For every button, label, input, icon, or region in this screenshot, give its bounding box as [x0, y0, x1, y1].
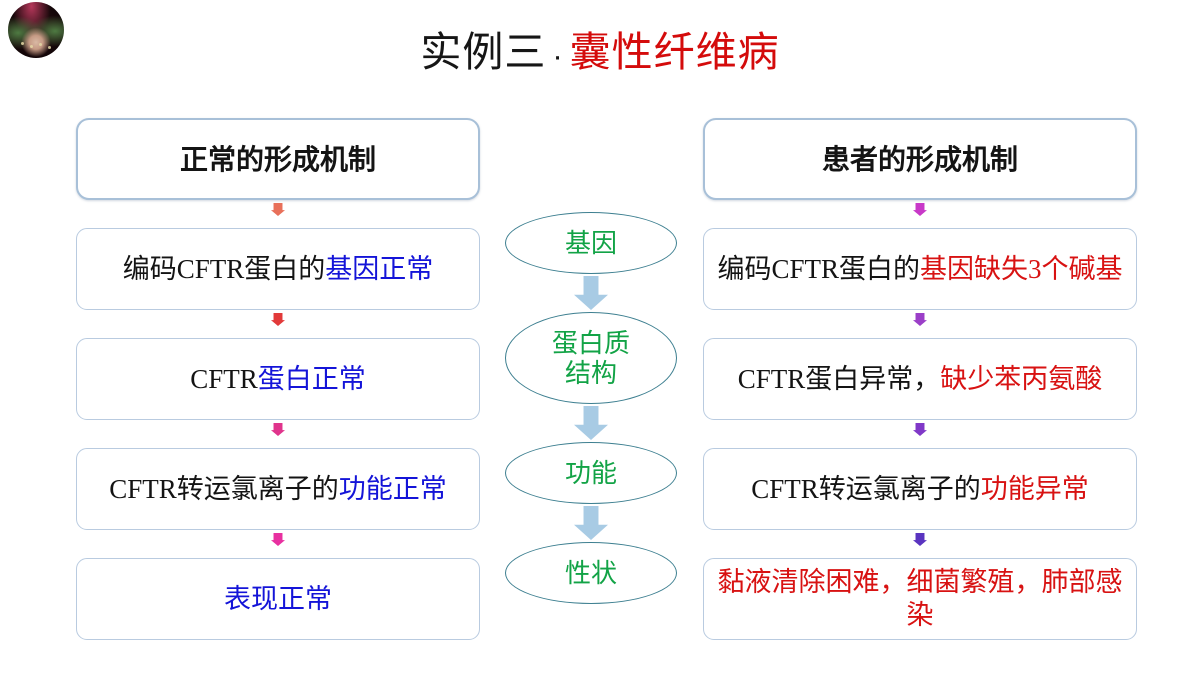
- right-arrow-3-wrap: [703, 420, 1137, 448]
- left-step-2-text: CFTR蛋白正常: [190, 363, 366, 396]
- left-step-3-text: CFTR转运氯离子的功能正常: [109, 473, 447, 506]
- left-step-4-emphasis: 表现正常: [224, 583, 332, 614]
- left-step-2-prefix: CFTR: [190, 363, 258, 394]
- left-step-2: CFTR蛋白正常: [76, 338, 480, 420]
- title-highlight: 囊性纤维病: [569, 29, 780, 75]
- avatar-spark: [39, 43, 42, 46]
- left-step-1-text: 编码CFTR蛋白的基因正常: [123, 253, 434, 286]
- center-arrow-2-wrap: [505, 404, 677, 442]
- right-step-2: CFTR蛋白异常，缺少苯丙氨酸: [703, 338, 1137, 420]
- center-node-function-label: 功能: [564, 458, 617, 488]
- right-arrow-1-wrap: [703, 200, 1137, 228]
- center-node-protein-structure-label: 蛋白质 结构: [551, 328, 630, 388]
- right-step-2-prefix: CFTR蛋白异常，: [737, 363, 941, 394]
- right-step-4-text: 黏液清除困难，细菌繁殖，肺部感染: [710, 566, 1130, 632]
- right-step-3-text: CFTR转运氯离子的功能异常: [751, 473, 1089, 506]
- left-step-3-prefix: CFTR转运氯离子的: [109, 473, 339, 504]
- left-step-1-prefix: 编码CFTR蛋白的: [122, 253, 326, 284]
- right-step-4: 黏液清除困难，细菌繁殖，肺部感染: [703, 558, 1137, 640]
- center-arrow-1-wrap: [505, 274, 677, 312]
- right-arrow-2-wrap: [703, 310, 1137, 338]
- center-node-function: 功能: [505, 442, 677, 504]
- down-arrow-icon: [574, 406, 608, 440]
- avatar-spark: [48, 46, 51, 49]
- patient-mechanism-column: 患者的形成机制 编码CFTR蛋白的基因缺失3个碱基 CFTR蛋白异常，缺少苯丙氨…: [703, 118, 1137, 640]
- normal-mechanism-column: 正常的形成机制 编码CFTR蛋白的基因正常 CFTR蛋白正常 CFTR转运氯离子…: [76, 118, 480, 640]
- right-step-3-emphasis: 功能异常: [980, 473, 1089, 504]
- right-header-label: 患者的形成机制: [821, 143, 1018, 175]
- left-arrow-4-wrap: [76, 530, 480, 558]
- right-step-1-prefix: 编码CFTR蛋白的: [717, 253, 921, 284]
- right-step-1-emphasis: 基因缺失3个碱基: [920, 253, 1123, 284]
- right-step-2-text: CFTR蛋白异常，缺少苯丙氨酸: [738, 363, 1103, 396]
- left-step-4: 表现正常: [76, 558, 480, 640]
- center-arrow-3-wrap: [505, 504, 677, 542]
- left-step-2-emphasis: 蛋白正常: [257, 363, 366, 394]
- left-step-3: CFTR转运氯离子的功能正常: [76, 448, 480, 530]
- avatar: [8, 2, 64, 58]
- right-step-3-prefix: CFTR转运氯离子的: [751, 473, 981, 504]
- left-step-1: 编码CFTR蛋白的基因正常: [76, 228, 480, 310]
- down-arrow-icon: [574, 276, 608, 310]
- left-arrow-3-wrap: [76, 420, 480, 448]
- right-step-1-text: 编码CFTR蛋白的基因缺失3个碱基: [717, 253, 1122, 286]
- left-arrow-2-wrap: [76, 310, 480, 338]
- avatar-spark: [30, 45, 33, 48]
- left-arrow-1-wrap: [76, 200, 480, 228]
- right-step-1: 编码CFTR蛋白的基因缺失3个碱基: [703, 228, 1137, 310]
- down-arrow-icon: [574, 506, 608, 540]
- right-step-3: CFTR转运氯离子的功能异常: [703, 448, 1137, 530]
- left-column-header: 正常的形成机制: [76, 118, 480, 200]
- left-header-label: 正常的形成机制: [179, 143, 376, 175]
- right-step-2-emphasis: 缺少苯丙氨酸: [940, 363, 1103, 394]
- center-node-trait: 性状: [505, 542, 677, 604]
- title-main: 实例三: [420, 29, 547, 75]
- center-node-gene: 基因: [505, 212, 677, 274]
- avatar-spark: [21, 42, 24, 45]
- slide-title: 实例三·囊性纤维病: [0, 26, 1200, 82]
- right-column-header: 患者的形成机制: [703, 118, 1137, 200]
- left-step-1-emphasis: 基因正常: [325, 253, 434, 284]
- center-node-trait-label: 性状: [564, 558, 617, 588]
- central-concept-column: 基因 蛋白质 结构 功能 性状: [505, 212, 677, 604]
- left-step-3-emphasis: 功能正常: [338, 473, 447, 504]
- center-node-protein-structure: 蛋白质 结构: [505, 312, 677, 404]
- left-step-4-text: 表现正常: [224, 583, 332, 616]
- title-separator: ·: [552, 38, 564, 73]
- right-step-4-emphasis: 黏液清除困难，细菌繁殖，肺部感染: [717, 567, 1123, 630]
- right-arrow-4-wrap: [703, 530, 1137, 558]
- center-node-gene-label: 基因: [564, 228, 617, 258]
